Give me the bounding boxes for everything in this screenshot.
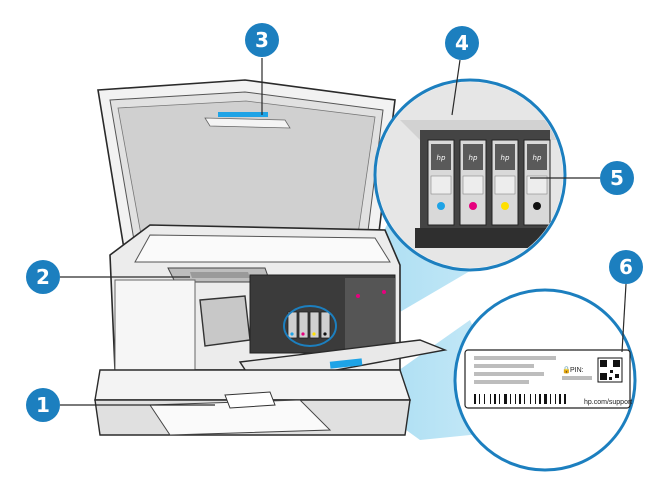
black-dot bbox=[533, 202, 541, 210]
svg-text:3: 3 bbox=[255, 28, 269, 52]
hp-logo: hp bbox=[533, 154, 542, 162]
qr-code-icon bbox=[597, 357, 623, 383]
control-panel-display bbox=[199, 295, 251, 347]
mini-cartridges bbox=[283, 305, 337, 347]
barcode-icon bbox=[474, 394, 566, 404]
callout-4: 4 bbox=[445, 26, 479, 60]
hp-logo: hp bbox=[501, 154, 510, 162]
hp-logo: hp bbox=[469, 154, 478, 162]
callout-1: 1 bbox=[26, 388, 60, 422]
callout-2: 2 bbox=[26, 260, 60, 294]
hp-logo: hp bbox=[437, 154, 446, 162]
svg-text:5: 5 bbox=[610, 166, 624, 190]
scanner-lid bbox=[97, 79, 396, 266]
front-door-highlight bbox=[329, 358, 363, 369]
yellow-dot bbox=[501, 202, 509, 210]
leader-lines bbox=[60, 58, 627, 406]
label-zoom: 🔒 PIN: hp.com/support bbox=[453, 288, 637, 472]
callout-3: 3 bbox=[245, 23, 279, 57]
pin-label: PIN: bbox=[570, 367, 584, 374]
cartridge-zoom: hp hp hp hp bbox=[373, 78, 567, 272]
callout-6: 6 bbox=[609, 250, 643, 284]
ink-cartridge-black: hp bbox=[523, 139, 551, 232]
ink-cartridge-yellow: hp bbox=[491, 139, 519, 232]
support-url: hp.com/support bbox=[584, 399, 632, 406]
lid-handle-highlight bbox=[218, 112, 268, 117]
ink-cartridge-cyan: hp bbox=[427, 139, 455, 232]
svg-text:6: 6 bbox=[619, 255, 633, 279]
printer-body bbox=[94, 224, 448, 436]
svg-text:1: 1 bbox=[36, 393, 50, 417]
cyan-dot bbox=[437, 202, 445, 210]
callout-5: 5 bbox=[600, 161, 634, 195]
ink-cartridge-magenta: hp bbox=[459, 139, 487, 232]
svg-text:4: 4 bbox=[455, 31, 469, 55]
magenta-dot bbox=[469, 202, 477, 210]
svg-text:2: 2 bbox=[36, 265, 50, 289]
pin-icon: 🔒 bbox=[562, 366, 571, 374]
